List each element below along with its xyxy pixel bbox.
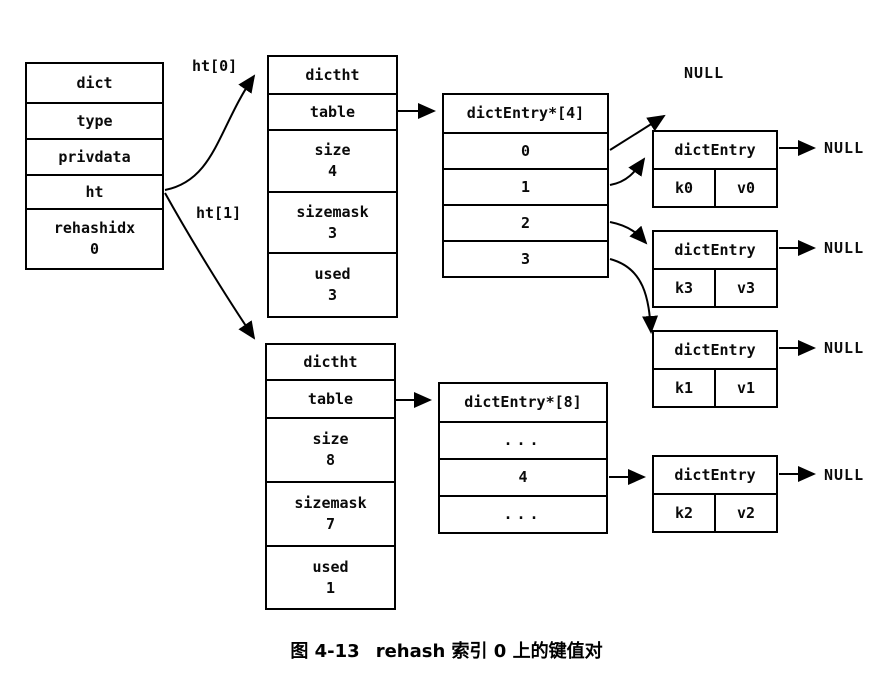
ht1-used: used 1 xyxy=(267,545,394,608)
ht1-size-label: size xyxy=(312,430,349,448)
ht0-size-label: size xyxy=(314,141,351,159)
dictentry-k0v0-title: dictEntry xyxy=(674,141,756,159)
ht1-used-value: 1 xyxy=(325,578,336,597)
dictentry-k1v1-title: dictEntry xyxy=(674,341,756,359)
ht0-used-label: used xyxy=(314,265,351,283)
ht0-table: table xyxy=(269,93,396,129)
ht0-used: used 3 xyxy=(269,252,396,316)
bucket-array-8-slot-4: 4 xyxy=(440,458,606,495)
dictht-ht1-box: dictht table size 8 sizemask 7 used 1 xyxy=(265,343,396,610)
ht1-sizemask-value: 7 xyxy=(325,515,336,533)
figure-title: rehash 索引 0 上的键值对 xyxy=(375,641,603,662)
null-label-entry-k2: NULL xyxy=(824,466,865,484)
dictentry-k3v3-box: dictEntry k3 v3 xyxy=(652,230,778,308)
ht1-sizemask-label: sizemask xyxy=(294,494,367,512)
figure-number: 图 4-13 xyxy=(290,641,360,662)
dictentry-v3: v3 xyxy=(736,279,756,297)
arrow-slot1-to-k0 xyxy=(609,157,646,186)
bucket-array-8-header: dictEntry*[8] xyxy=(464,393,582,411)
bucket-array-4-slot-2: 2 xyxy=(444,204,607,240)
dict-row-title: dict xyxy=(76,73,113,92)
pointer-label-ht1: ht[1] xyxy=(196,204,242,222)
dictentry-k2: k2 xyxy=(654,495,716,531)
arrow-slot2-to-k3 xyxy=(609,221,648,245)
dict-row-rehashidx: rehashidx 0 xyxy=(27,208,162,268)
dict-row-type: type xyxy=(27,102,162,138)
dict-struct-box: dict type privdata ht rehashidx 0 xyxy=(25,62,164,270)
pointer-label-ht0: ht[0] xyxy=(192,57,238,75)
figure-caption: 图 4-13 rehash 索引 0 上的键值对 xyxy=(0,637,893,663)
ht1-sizemask: sizemask 7 xyxy=(267,481,394,545)
dictentry-v1: v1 xyxy=(736,379,756,397)
dictentry-k1v1-kv: k1 v1 xyxy=(654,368,776,406)
bucket-array-8-slot-ellipsis-bottom: ... xyxy=(440,495,606,532)
bucket-array-8-slot-ellipsis-top: ... xyxy=(440,421,606,458)
bucket-array-8-box: dictEntry*[8] ... 4 ... xyxy=(438,382,608,534)
rehashidx-value: 0 xyxy=(89,240,100,258)
null-label-entry-k3: NULL xyxy=(824,239,865,257)
dictentry-v0: v0 xyxy=(736,179,756,197)
null-label-entry-k0: NULL xyxy=(824,139,865,157)
ht1-size: size 8 xyxy=(267,417,394,481)
ht0-title: dictht xyxy=(305,65,360,84)
arrow-slot3-to-k1 xyxy=(609,258,659,334)
ht0-size-value: 4 xyxy=(327,162,338,180)
ht0-size: size 4 xyxy=(269,129,396,191)
dictentry-k1: k1 xyxy=(654,370,716,406)
dictentry-k2v2-kv: k2 v2 xyxy=(654,493,776,531)
dictentry-k0v0-kv: k0 v0 xyxy=(654,168,776,206)
dictentry-k3v3-kv: k3 v3 xyxy=(654,268,776,306)
ht1-used-label: used xyxy=(312,557,349,576)
dictentry-k2v2-box: dictEntry k2 v2 xyxy=(652,455,778,533)
bucket-array-4-slot-3: 3 xyxy=(444,240,607,276)
bucket-array-4-slot-1: 1 xyxy=(444,168,607,204)
ht1-title: dictht xyxy=(303,352,358,371)
bucket-array-4-slot-0: 0 xyxy=(444,132,607,168)
dictentry-k0v0-box: dictEntry k0 v0 xyxy=(652,130,778,208)
dictht-ht0-box: dictht table size 4 sizemask 3 used 3 xyxy=(267,55,398,318)
ht1-table: table xyxy=(267,379,394,417)
dictentry-k1v1-box: dictEntry k1 v1 xyxy=(652,330,778,408)
ht0-sizemask-label: sizemask xyxy=(296,202,369,221)
dictentry-k3v3-title: dictEntry xyxy=(674,241,756,259)
dictentry-v2: v2 xyxy=(736,504,756,522)
null-label-top: NULL xyxy=(684,64,725,82)
bucket-array-4-box: dictEntry*[4] 0 1 2 3 xyxy=(442,93,609,278)
dictentry-k3: k3 xyxy=(654,270,716,306)
arrow-ht0-pointer xyxy=(164,74,256,191)
dict-row-privdata: privdata xyxy=(27,138,162,174)
ht0-sizemask-value: 3 xyxy=(327,223,338,242)
dictentry-k2v2-title: dictEntry xyxy=(674,466,756,484)
null-label-entry-k1: NULL xyxy=(824,339,865,357)
ht0-used-value: 3 xyxy=(327,286,338,304)
dict-row-ht: ht xyxy=(27,174,162,208)
rehashidx-label: rehashidx xyxy=(53,219,136,237)
dictentry-k0: k0 xyxy=(654,170,716,206)
ht1-size-value: 8 xyxy=(325,451,336,469)
ht0-sizemask: sizemask 3 xyxy=(269,191,396,252)
bucket-array-4-header: dictEntry*[4] xyxy=(466,104,585,122)
